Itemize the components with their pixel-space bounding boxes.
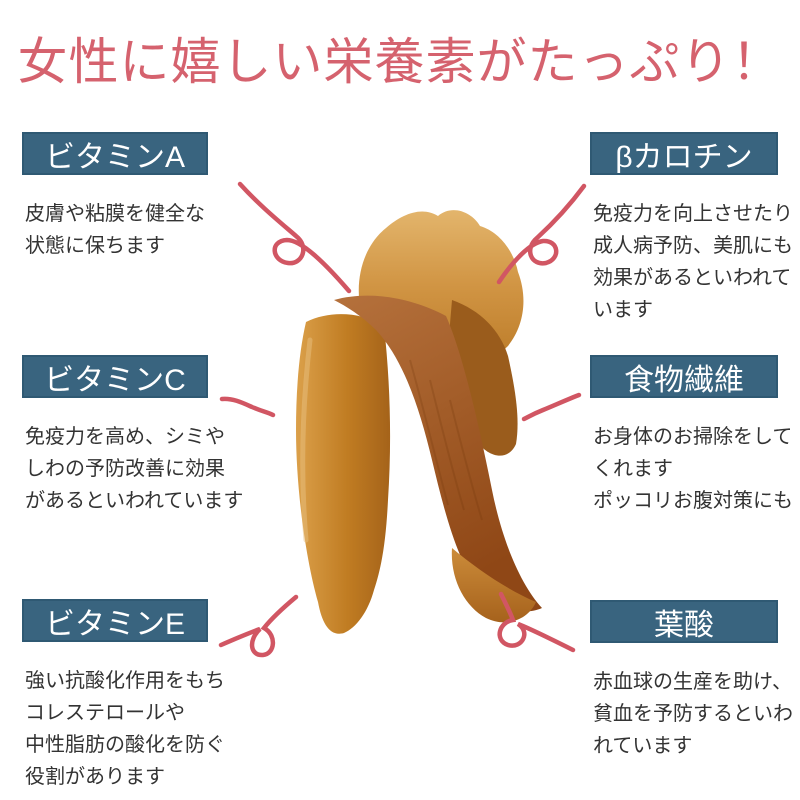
- arrow-vitamin-e: [218, 594, 299, 658]
- nutrient-label-dietary-fiber: 食物繊維: [590, 355, 778, 398]
- nutrient-card-folic-acid: 葉酸 赤血球の生産を助け、 貧血を予防するといわ れています: [590, 600, 793, 762]
- food-texture-lines: [409, 359, 483, 521]
- nutrient-card-dietary-fiber: 食物繊維 お身体のお掃除をして くれます ポッコリお腹対策にも: [590, 355, 793, 517]
- nutrient-description-vitamin-c: 免疫力を高め、シミや しわの予防改善に効果 があるといわれています: [25, 426, 244, 512]
- nutrient-description-vitamin-e: 強い抗酸化作用をもち コレステロールや 中性脂肪の酸化を防ぐ 役割があります: [25, 670, 225, 788]
- nutrient-card-vitamin-a: ビタミンA 皮膚や粘膜を健全な 状態に保ちます: [22, 132, 208, 262]
- nutrient-card-vitamin-c: ビタミンC 免疫力を高め、シミや しわの予防改善に効果 があるといわれています: [22, 355, 243, 517]
- food-left-strip-highlight: [300, 337, 313, 543]
- nutrient-label-vitamin-c: ビタミンC: [22, 355, 208, 398]
- nutrient-description-folic-acid: 赤血球の生産を助け、 貧血を予防するといわ れています: [593, 671, 793, 757]
- nutrient-card-vitamin-e: ビタミンE 強い抗酸化作用をもち コレステロールや 中性脂肪の酸化を防ぐ 役割が…: [22, 599, 225, 793]
- nutrient-card-beta-carotene: βカロチン 免疫力を向上させたり 成人病予防、美肌にも 効果があるといわれて い…: [590, 132, 793, 326]
- arrow-dietary-fiber: [521, 392, 582, 422]
- nutrient-description-beta-carotene: 免疫力を向上させたり 成人病予防、美肌にも 効果があるといわれて います: [593, 203, 793, 321]
- arrow-vitamin-a: [237, 181, 352, 294]
- arrow-beta-carotene: [496, 183, 587, 285]
- page-title: 女性に嬉しい栄養素がたっぷり！: [17, 34, 783, 90]
- food-left-strip: [296, 314, 391, 634]
- nutrient-description-dietary-fiber: お身体のお掃除をして くれます ポッコリお腹対策にも: [593, 426, 793, 512]
- arrow-folic-acid: [497, 591, 576, 653]
- nutrient-description-vitamin-a: 皮膚や粘膜を健全な 状態に保ちます: [25, 203, 205, 257]
- nutrient-label-vitamin-a: ビタミンA: [22, 132, 208, 175]
- nutrient-label-beta-carotene: βカロチン: [590, 132, 778, 175]
- food-top-chunk: [358, 210, 524, 360]
- food-front-strip: [334, 295, 542, 612]
- food-bottom-right-piece: [451, 548, 536, 623]
- nutrient-label-vitamin-e: ビタミンE: [22, 599, 208, 642]
- food-back-right-piece: [448, 300, 518, 456]
- nutrient-label-folic-acid: 葉酸: [590, 600, 778, 643]
